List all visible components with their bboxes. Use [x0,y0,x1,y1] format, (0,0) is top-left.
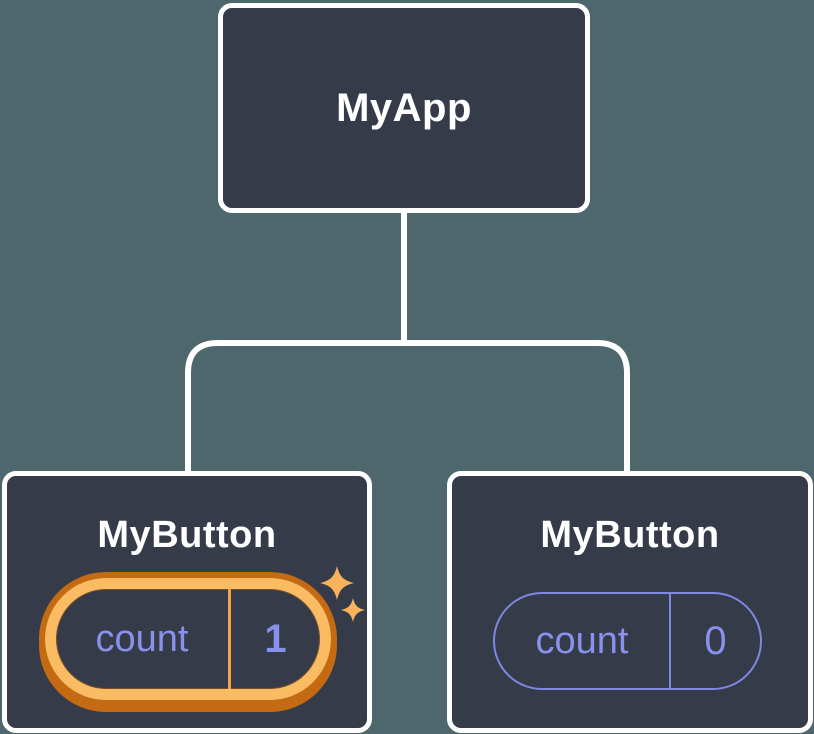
state-value: 0 [704,618,727,663]
node-mybutton-left-label: MyButton [97,514,277,556]
connector-branch-line [185,340,630,472]
node-myapp: MyApp [218,3,590,213]
state-pill-highlighted: count 1 [45,578,331,700]
node-mybutton-right: MyButton count 0 [447,471,813,733]
state-key-label: count [95,617,189,660]
state-key-label: count [535,619,629,662]
node-mybutton-left: MyButton count 1 [2,471,372,733]
node-mybutton-right-label: MyButton [540,514,720,556]
state-pill-divider [228,589,231,689]
state-pill-divider [669,594,671,688]
state-value: 1 [264,616,287,661]
state-pill-plain: count 0 [493,592,762,690]
node-myapp-label: MyApp [336,86,472,130]
